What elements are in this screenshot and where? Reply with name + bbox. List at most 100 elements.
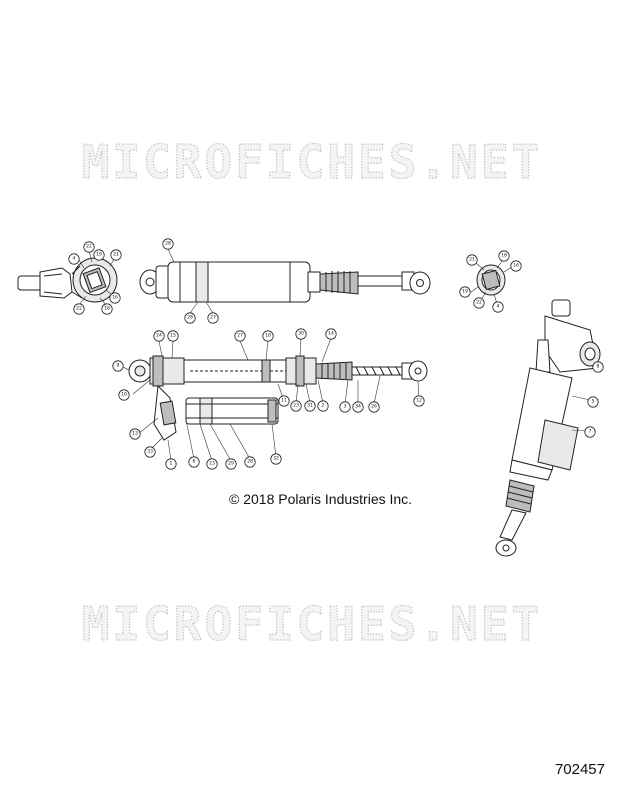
callout-number: 21 bbox=[469, 257, 475, 263]
bearing-detail bbox=[476, 264, 506, 296]
callout-number: 12 bbox=[416, 398, 422, 404]
callout-number: 15 bbox=[170, 333, 176, 339]
callout-section-view-2: 9 bbox=[112, 360, 124, 372]
callout-number: 29 bbox=[228, 461, 234, 467]
callout-number: 3 bbox=[344, 404, 347, 410]
callout-top-left-clevis-4: 16 bbox=[109, 292, 121, 304]
callout-assembled-shock-2: 7 bbox=[584, 426, 596, 438]
callout-number: 16 bbox=[513, 263, 519, 269]
callout-number: 34 bbox=[355, 404, 361, 410]
callout-number: 32 bbox=[273, 456, 279, 462]
callout-section-view-20: 23 bbox=[206, 458, 218, 470]
callout-number: 11 bbox=[281, 398, 287, 404]
callout-section-view-17: 33 bbox=[144, 446, 156, 458]
callout-number: 14 bbox=[328, 331, 334, 337]
callout-section-view-14: 26 bbox=[368, 401, 380, 413]
callout-section-view-1: 15 bbox=[167, 330, 179, 342]
watermark-bottom: MICROFICHES.NET bbox=[82, 597, 542, 651]
callout-number: 1 bbox=[170, 461, 173, 467]
callout-number: 27 bbox=[237, 333, 243, 339]
callout-upper-shock-0: 28 bbox=[162, 238, 174, 250]
callout-top-left-clevis-1: 21 bbox=[110, 249, 122, 261]
callout-number: 27 bbox=[210, 315, 216, 321]
callout-top-left-clevis-0: 22 bbox=[83, 241, 95, 253]
callout-number: 8 bbox=[597, 364, 600, 370]
callout-section-view-8: 11 bbox=[278, 395, 290, 407]
callout-top-right-bearing-2: 16 bbox=[510, 260, 522, 272]
callout-number: 4 bbox=[497, 304, 500, 310]
callout-assembled-shock-1: 5 bbox=[587, 396, 599, 408]
callout-top-right-bearing-1: 18 bbox=[498, 250, 510, 262]
callout-section-view-19: 6 bbox=[188, 456, 200, 468]
callout-section-view-4: 27 bbox=[234, 330, 246, 342]
callout-section-view-9: 23 bbox=[290, 400, 302, 412]
callout-top-left-clevis-2: 4 bbox=[68, 253, 80, 265]
callout-section-view-23: 32 bbox=[270, 453, 282, 465]
callout-top-left-clevis-5: 18 bbox=[101, 303, 113, 315]
watermark-top: MICROFICHES.NET bbox=[82, 135, 542, 189]
callout-number: 7 bbox=[589, 429, 592, 435]
callout-number: 26 bbox=[371, 404, 377, 410]
callout-number: 23 bbox=[293, 403, 299, 409]
callout-number: 6 bbox=[193, 459, 196, 465]
callout-number: 19 bbox=[462, 289, 468, 295]
callout-number: 18 bbox=[104, 306, 110, 312]
callout-top-right-bearing-4: 22 bbox=[473, 297, 485, 309]
callout-section-view-3: 10 bbox=[118, 389, 130, 401]
callout-section-view-12: 3 bbox=[339, 401, 351, 413]
callout-upper-shock-2: 27 bbox=[207, 312, 219, 324]
clevis-eyelet-assembly bbox=[17, 257, 118, 303]
callout-number: 23 bbox=[209, 461, 215, 467]
callout-number: 28 bbox=[247, 459, 253, 465]
callout-number: 30 bbox=[298, 331, 304, 337]
callout-number: 5 bbox=[592, 399, 595, 405]
callout-section-view-5: 18 bbox=[262, 330, 274, 342]
shock-section-view bbox=[128, 355, 428, 441]
callout-number: 22 bbox=[476, 300, 482, 306]
assembled-shock bbox=[495, 299, 601, 557]
callout-number: 18 bbox=[501, 253, 507, 259]
callout-number: 9 bbox=[117, 363, 120, 369]
callout-top-left-clevis-3: 19 bbox=[93, 249, 105, 261]
callout-section-view-10: 31 bbox=[304, 400, 316, 412]
callouts-section bbox=[122, 337, 420, 462]
callouts-bearing bbox=[470, 259, 513, 305]
callout-number: 2 bbox=[322, 403, 325, 409]
callout-section-view-18: 1 bbox=[165, 458, 177, 470]
callout-section-view-0: 24 bbox=[153, 330, 165, 342]
callout-number: 24 bbox=[156, 333, 162, 339]
callout-top-right-bearing-0: 21 bbox=[466, 254, 478, 266]
callout-number: 22 bbox=[76, 306, 82, 312]
callout-number: 18 bbox=[265, 333, 271, 339]
callout-upper-shock-1: 28 bbox=[184, 312, 196, 324]
callout-number: 21 bbox=[113, 252, 119, 258]
callout-number: 19 bbox=[96, 252, 102, 258]
callout-number: 31 bbox=[307, 403, 313, 409]
callout-number: 28 bbox=[187, 315, 193, 321]
callout-assembled-shock-0: 8 bbox=[592, 361, 604, 373]
callout-section-view-13: 34 bbox=[352, 401, 364, 413]
callout-number: 33 bbox=[147, 449, 153, 455]
callout-number: 22 bbox=[86, 244, 92, 250]
callout-section-view-21: 29 bbox=[225, 458, 237, 470]
upper-shock-exploded bbox=[139, 261, 431, 303]
callout-section-view-16: 13 bbox=[129, 428, 141, 440]
callout-section-view-11: 2 bbox=[317, 400, 329, 412]
callout-number: 13 bbox=[132, 431, 138, 437]
callout-section-view-6: 30 bbox=[295, 328, 307, 340]
callout-top-right-bearing-5: 4 bbox=[492, 301, 504, 313]
callouts-upper-shock bbox=[167, 248, 214, 314]
callout-top-left-clevis-6: 22 bbox=[73, 303, 85, 315]
callout-section-view-15: 12 bbox=[413, 395, 425, 407]
callout-number: 10 bbox=[121, 392, 127, 398]
copyright-text: © 2018 Polaris Industries Inc. bbox=[229, 491, 413, 507]
callout-number: 4 bbox=[73, 256, 76, 262]
callout-section-view-7: 14 bbox=[325, 328, 337, 340]
callout-top-right-bearing-3: 19 bbox=[459, 286, 471, 298]
callout-number: 16 bbox=[112, 295, 118, 301]
diagram-number: 702457 bbox=[554, 761, 605, 778]
callout-number: 28 bbox=[165, 241, 171, 247]
callout-section-view-22: 28 bbox=[244, 456, 256, 468]
